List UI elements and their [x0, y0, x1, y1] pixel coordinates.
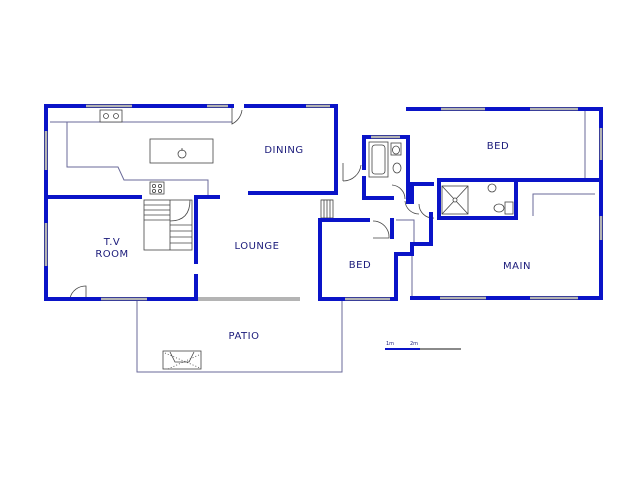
- scale-start-label: 1m: [386, 341, 395, 347]
- bathroom-fixtures: [368, 141, 514, 215]
- kitchen-fixtures: [50, 109, 232, 196]
- door-swings: [69, 106, 435, 299]
- room-label-patio: PATIO: [228, 331, 260, 342]
- room-label-lounge: LOUNGE: [234, 241, 280, 252]
- room-label-dining: DINING: [264, 145, 304, 156]
- windows: [44, 104, 603, 301]
- scale-end-label: 2m: [410, 341, 419, 347]
- room-label-main: MAIN: [503, 261, 531, 272]
- room-label-tv-room: T.V ROOM: [95, 237, 128, 261]
- room-label-tv-room-line1: T.V: [103, 237, 121, 248]
- room-label-bed-small: BED: [348, 260, 372, 271]
- staircase: [143, 199, 334, 251]
- main-bedroom-cupboards: [396, 110, 595, 298]
- room-label-bed-top: BED: [486, 141, 510, 152]
- patio-area: [136, 300, 343, 373]
- room-label-tv-room-line2: ROOM: [95, 249, 129, 260]
